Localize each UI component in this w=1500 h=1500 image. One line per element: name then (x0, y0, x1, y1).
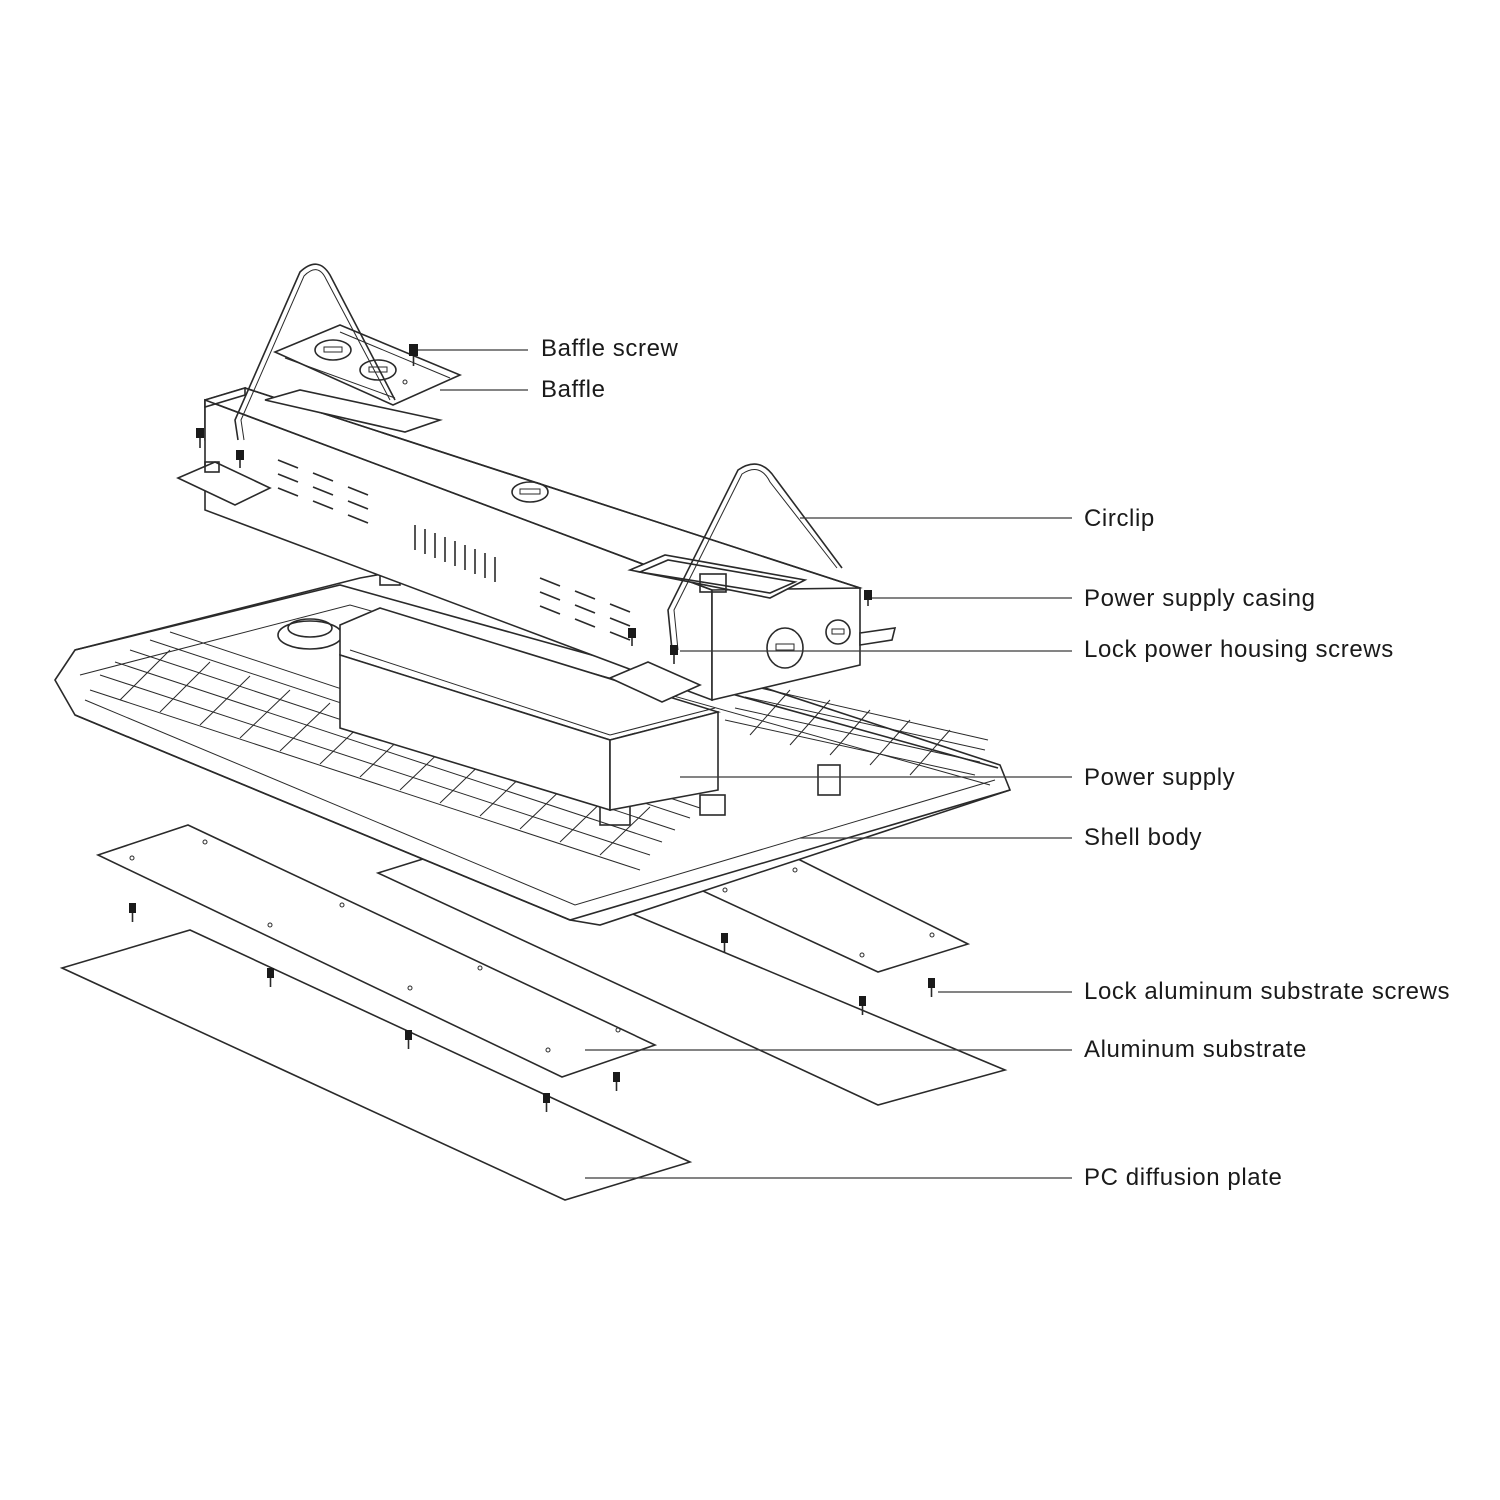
screw-icon (543, 1093, 550, 1112)
screw-icon (196, 428, 204, 448)
circlip-left (234, 263, 396, 441)
label-shell-body: Shell body (1084, 824, 1203, 851)
casing-vents (277, 459, 631, 641)
substrate-screws (129, 903, 935, 1112)
screw-icon (409, 344, 418, 366)
label-pc-diffusion-plate: PC diffusion plate (1084, 1164, 1283, 1191)
label-circlip: Circlip (1084, 505, 1155, 532)
label-baffle: Baffle (541, 376, 606, 403)
label-lock-aluminum-substrate-screws: Lock aluminum substrate screws (1084, 978, 1451, 1005)
label-lock-power-housing-screws: Lock power housing screws (1084, 636, 1394, 663)
screw-icon (628, 628, 636, 646)
pc-diffusion-plate (59, 929, 693, 1201)
label-power-supply-casing: Power supply casing (1084, 585, 1316, 612)
screw-icon (670, 645, 678, 664)
casing-screws (196, 344, 872, 664)
screw-icon (405, 1030, 412, 1049)
label-aluminum-substrate: Aluminum substrate (1084, 1036, 1307, 1063)
screw-icon (864, 590, 872, 606)
screw-icon (267, 968, 274, 987)
screw-icon (928, 978, 935, 997)
aluminum-substrate-left (95, 824, 658, 1078)
screw-icon (721, 933, 728, 952)
circlip-right (667, 463, 843, 651)
screw-icon (129, 903, 136, 922)
screw-icon (236, 450, 244, 468)
screw-icon (859, 996, 866, 1015)
power-supply-casing (176, 386, 897, 703)
screw-icon (613, 1072, 620, 1091)
label-power-supply: Power supply (1084, 764, 1236, 791)
heatsink-fins-right (724, 687, 989, 776)
power-supply (339, 607, 721, 812)
leader-lines (418, 349, 1072, 1179)
label-baffle-screw: Baffle screw (541, 335, 679, 362)
